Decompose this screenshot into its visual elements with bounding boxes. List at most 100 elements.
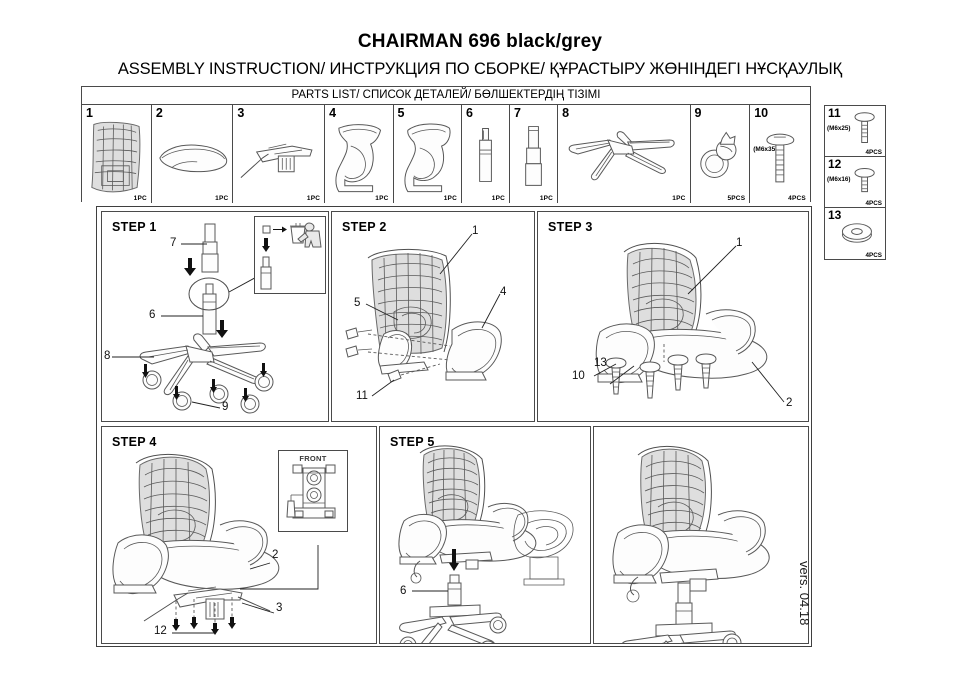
step-3-label: STEP 3 [548, 220, 593, 234]
part-number: 13 [828, 207, 842, 222]
part-spec: (M6x35) [753, 146, 778, 154]
part-qty: 1PC [539, 195, 554, 202]
part-cell-5: 5 1PC [394, 105, 462, 203]
final-assembly-panel [593, 426, 809, 644]
parts-list-right-column: 11 (M6x25) 4PCS 12 (M6x16) 4PCS 13 4PCS [824, 105, 886, 260]
mechanism-orientation-icon [286, 464, 336, 519]
part-cell-2: 2 1PC [152, 105, 234, 203]
parts-list-header: PARTS LIST/ СПИСОК ДЕТАЛЕЙ/ БӨЛШЕКТЕРДІҢ… [82, 87, 810, 105]
step-5-panel: STEP 5 [379, 426, 591, 644]
part-cell-7: 7 1PC [510, 105, 559, 203]
part-cell-8: 8 1PC [558, 105, 691, 203]
armrest-right-icon [335, 124, 382, 193]
part-qty: 1PC [672, 195, 686, 202]
part-number: 6 [465, 106, 473, 120]
step-1-label: STEP 1 [112, 220, 157, 234]
callout-9: 9 [222, 401, 229, 413]
step-4-front-inset: FRONT [278, 450, 348, 532]
part-number: 9 [694, 106, 702, 120]
page-title: CHAIRMAN 696 black/grey [357, 31, 603, 52]
version-label: vers. 04.18 [797, 561, 812, 626]
callout-5: 5 [354, 297, 361, 309]
part-number: 7 [514, 106, 521, 120]
part-cell-11: 11 (M6x25) 4PCS [825, 106, 885, 157]
part-number: 12 [828, 156, 842, 171]
armrest-left-icon [403, 123, 451, 193]
inset-label-front: FRONT [299, 454, 327, 463]
finished-chair-icon [612, 445, 770, 643]
part-qty: 5PCS [727, 195, 746, 202]
step-2-label: STEP 2 [342, 220, 387, 234]
tilt-mechanism-icon [240, 143, 313, 179]
bolt-short-icon [854, 168, 875, 193]
part-cell-10: 10 (M6x35) 4PCS [750, 105, 810, 203]
part-cell-9: 9 5PCS [691, 105, 751, 203]
part-cell-4: 4 1PC [325, 105, 394, 203]
callout-4: 4 [500, 286, 507, 298]
part-number: 2 [155, 106, 163, 120]
parts-list-table: PARTS LIST/ СПИСОК ДЕТАЛЕЙ/ БӨЛШЕКТЕРДІҢ… [81, 86, 811, 203]
bolt-icon [766, 133, 795, 183]
part-qty: 4PCS [865, 148, 882, 156]
step-3-diagram [593, 242, 785, 403]
step-5-diagram [398, 445, 574, 643]
step-3-panel: STEP 3 [537, 211, 809, 422]
part-qty: 4PCS [788, 195, 806, 202]
part-qty: 1PC [215, 195, 229, 202]
five-star-base-icon [568, 131, 675, 181]
cylinder-cover-icon [525, 126, 542, 186]
part-spec: (M6x25) [827, 124, 851, 132]
discard-packaging-icon [260, 222, 322, 290]
step-2-panel: STEP 2 [331, 211, 535, 422]
part-number: 5 [397, 106, 405, 120]
callout-2: 2 [786, 397, 793, 409]
part-number: 1 [86, 106, 93, 120]
part-qty: 4PCS [865, 199, 882, 207]
callout-7: 7 [170, 237, 177, 249]
step-2-diagram [345, 233, 502, 397]
callout-12: 12 [154, 625, 167, 637]
steps-frame: STEP 1 [96, 206, 812, 647]
part-cell-13: 13 4PCS [825, 208, 885, 259]
bolt-icon [854, 112, 875, 144]
part-spec: (M6x16) [827, 175, 851, 183]
step-1-diagram [112, 223, 274, 414]
callout-11: 11 [356, 390, 368, 402]
gas-lift-cylinder-icon [479, 128, 492, 182]
callout-13: 13 [594, 357, 607, 369]
part-qty: 1PC [306, 195, 321, 202]
part-qty: 4PCS [865, 251, 882, 259]
part-qty: 1PC [443, 195, 457, 202]
callout-1: 1 [736, 237, 743, 249]
part-qty: 1PC [133, 195, 147, 202]
step-4-panel: STEP 4 [101, 426, 377, 644]
part-number: 8 [562, 106, 570, 120]
part-cell-1: 1 1PC [82, 105, 152, 203]
callout-3: 3 [276, 602, 283, 614]
part-qty: 1PC [375, 195, 389, 202]
callout-6: 6 [149, 309, 156, 321]
callout-6: 6 [400, 585, 407, 597]
part-number: 4 [329, 106, 337, 120]
page-subtitle: ASSEMBLY INSTRUCTION/ ИНСТРУКЦИЯ ПО СБОР… [117, 60, 843, 78]
washer-icon [841, 223, 872, 243]
part-cell-12: 12 (M6x16) 4PCS [825, 157, 885, 208]
caster-wheel-icon [699, 131, 737, 178]
step-4-label: STEP 4 [112, 435, 157, 449]
step-1-inset [254, 216, 326, 294]
callout-8: 8 [104, 350, 111, 362]
step-4-diagram [112, 453, 319, 635]
part-number: 3 [237, 106, 245, 120]
part-cell-6: 6 1PC [462, 105, 511, 203]
part-cell-3: 3 1PC [233, 105, 326, 203]
parts-list-row: 1 1PC 2 1PC [82, 105, 810, 203]
part-qty: 1PC [491, 195, 506, 202]
step-5-label: STEP 5 [390, 435, 435, 449]
callout-1: 1 [472, 225, 479, 237]
part-number: 11 [828, 106, 841, 120]
callout-10: 10 [572, 370, 585, 382]
callout-2: 2 [272, 549, 279, 561]
step-1-panel: STEP 1 [101, 211, 329, 422]
chair-back-mesh-icon [91, 121, 141, 193]
